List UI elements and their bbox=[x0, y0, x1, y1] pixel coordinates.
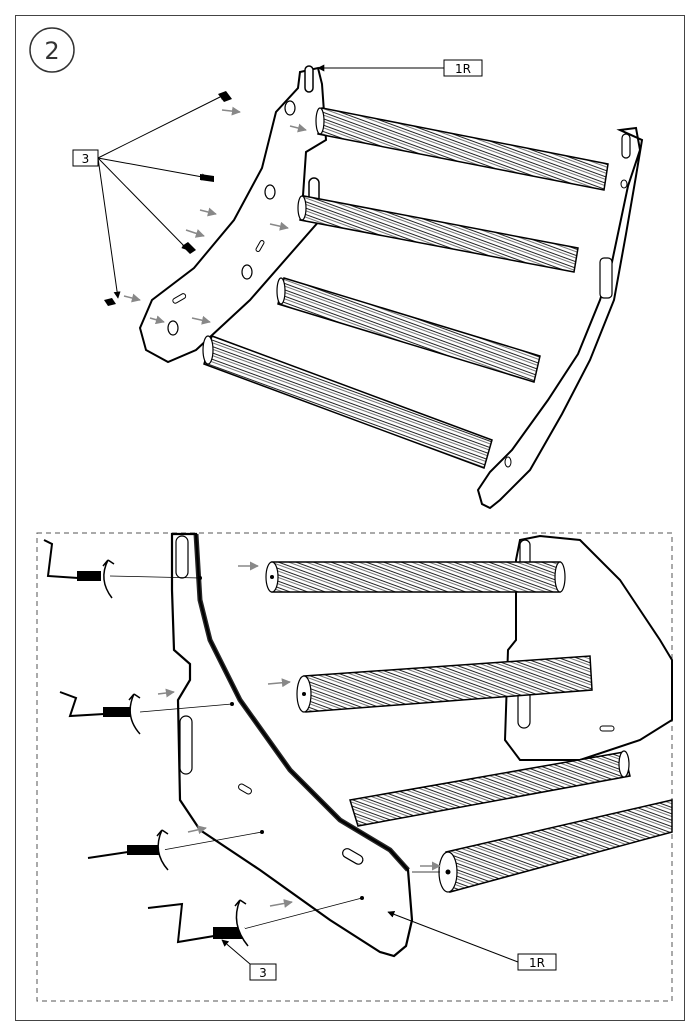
top-bar-4 bbox=[202, 335, 493, 469]
detail-dashed-frame bbox=[36, 532, 673, 1002]
top-bar-2 bbox=[297, 195, 579, 273]
callout-1R-detail-text: 1R bbox=[529, 956, 545, 970]
detail-bar-1 bbox=[265, 561, 566, 593]
callout-3-detail-text: 3 bbox=[259, 966, 267, 980]
callout-3-detail: 3 bbox=[249, 963, 277, 981]
top-motion-arrows bbox=[123, 106, 307, 325]
step-number-badge: 2 bbox=[29, 27, 75, 73]
detail-view: 1R 3 bbox=[36, 532, 673, 1002]
detail-leader-lines bbox=[221, 910, 519, 965]
top-assembly-view: 3 1R bbox=[72, 59, 644, 510]
detail-bar-4 bbox=[438, 799, 673, 893]
detail-front-panel bbox=[170, 532, 414, 958]
detail-axis-lines bbox=[109, 575, 440, 933]
callout-1R-top-text: 1R bbox=[455, 62, 471, 76]
callout-1R-top: 1R bbox=[443, 59, 483, 77]
callout-1R-detail: 1R bbox=[517, 953, 557, 971]
callout-3-top-text: 3 bbox=[82, 152, 90, 166]
detail-bar-2 bbox=[296, 655, 593, 713]
detail-motion-arrows bbox=[157, 561, 441, 908]
detail-rotation-arrows bbox=[102, 559, 249, 947]
detail-bar-3 bbox=[349, 750, 631, 827]
step-number: 2 bbox=[44, 37, 59, 65]
top-bar-3 bbox=[276, 277, 541, 383]
right-side-panel bbox=[476, 126, 644, 510]
top-bar-1 bbox=[315, 107, 609, 191]
callout-3-top: 3 bbox=[72, 149, 99, 167]
left-side-panel bbox=[138, 66, 328, 364]
top-leader-lines bbox=[97, 64, 444, 299]
